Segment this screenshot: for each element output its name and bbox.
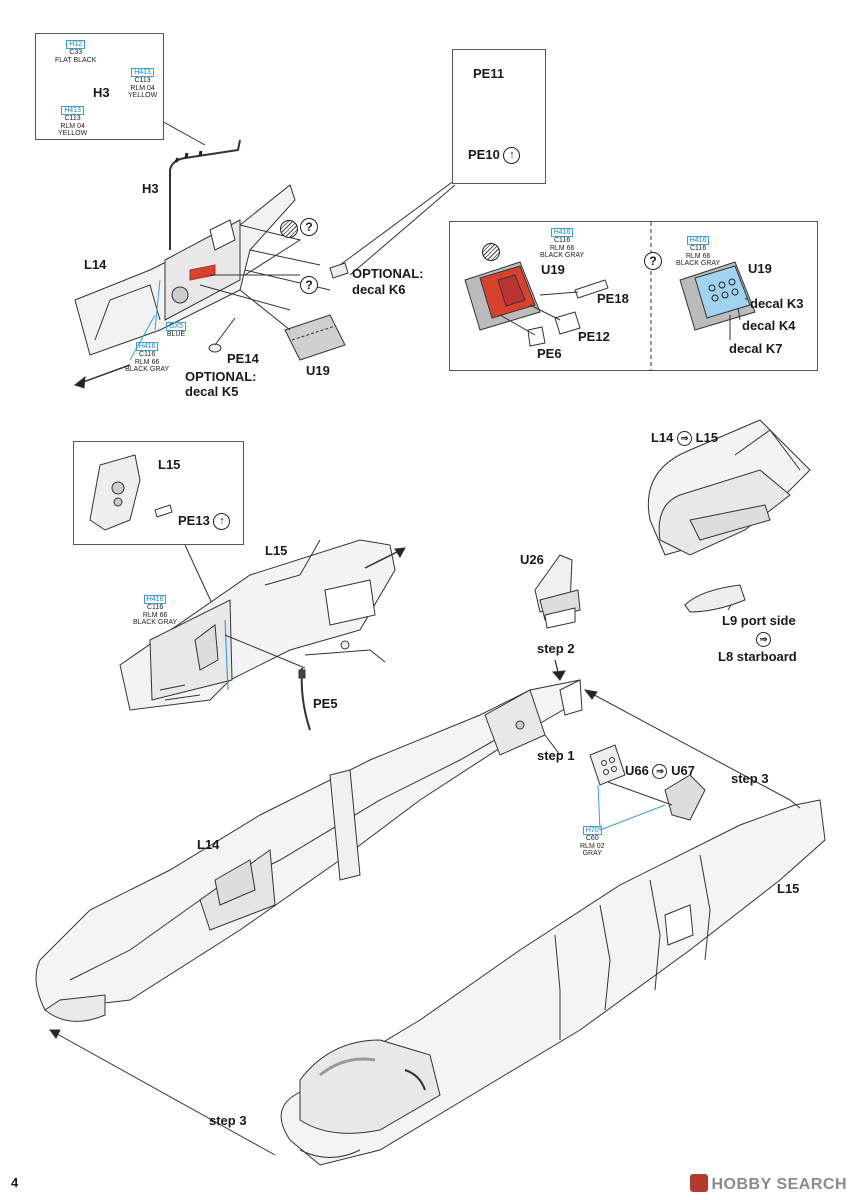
part-label-l15-inset: L15 <box>158 457 181 472</box>
leader-h3 <box>159 119 206 146</box>
glue-icon <box>280 220 298 238</box>
watermark-text: HOBBY SEARCH <box>711 1176 847 1193</box>
inset-pe11-pe10 <box>452 49 546 184</box>
l14-text: L14 <box>651 430 674 445</box>
part-label-pe18: PE18 <box>597 291 629 306</box>
part-label-u19-decal: U19 <box>748 261 772 276</box>
inset-l15 <box>73 441 244 545</box>
question-icon: ? <box>300 218 318 236</box>
optional-k6-line1: OPTIONAL: <box>352 266 424 281</box>
part-label-l14-top: L14 <box>84 257 107 272</box>
inset-h3 <box>35 33 164 140</box>
question-icon: ? <box>300 276 318 294</box>
paint-callout-h416-mid: H416 C116 RLM 66 BLACK GRAY <box>133 595 178 627</box>
paint-callout-gx5: GX5 BLUE <box>166 322 187 339</box>
step-label-2: step 2 <box>537 641 575 656</box>
part-label-l15-bottom: L15 <box>777 881 800 896</box>
part-label-pe12: PE12 <box>578 329 610 344</box>
part-label-l15-mid: L15 <box>265 543 288 558</box>
part-label-h3-inset: H3 <box>93 85 110 100</box>
swap-arrow-icon: ⇒ <box>652 764 668 780</box>
page-number: 4 <box>11 1175 19 1190</box>
part-label-l9-port: L9 port side <box>722 613 796 628</box>
paint-callout-h416-top: H416 C116 RLM 66 BLACK GRAY <box>125 342 170 374</box>
step-label-3-right: step 3 <box>731 771 769 786</box>
paint-callout-h413-a: H413 C113 RLM 04 YELLOW <box>128 68 158 100</box>
paint-callout-h416-red: H416 C116 RLM 66 BLACK GRAY <box>540 228 585 260</box>
part-label-pe10: PE10 ↑ <box>468 146 521 164</box>
paint-callout-h12: H12 C33 FLAT BLACK <box>55 40 97 64</box>
optional-k6-line2: decal K6 <box>352 282 406 297</box>
watermark-mark-icon <box>689 1174 708 1192</box>
part-label-u19-red: U19 <box>541 262 565 277</box>
step-label-1: step 1 <box>537 748 575 763</box>
pe10-text: PE10 <box>468 146 500 162</box>
part-label-u19-main: U19 <box>306 363 330 378</box>
step-label-3-bottom: step 3 <box>209 1113 247 1128</box>
part-label-l14-bottom: L14 <box>197 837 220 852</box>
part-label-u66-u67: U66 ⇒ U67 <box>625 763 695 780</box>
part-label-u26: U26 <box>520 552 544 567</box>
u67-text: U67 <box>671 763 695 778</box>
glue-icon <box>482 243 500 261</box>
part-label-pe6: PE6 <box>537 346 562 361</box>
u66-text: U66 <box>625 763 649 778</box>
paint-callout-h70: H70 C60 RLM 02 GRAY <box>580 826 605 858</box>
swap-arrow-icon: ⇒ <box>756 632 771 647</box>
part-label-pe14: PE14 <box>227 351 259 366</box>
decal-label-k7: decal K7 <box>729 341 783 356</box>
part-label-pe13: PE13 ↑ <box>178 512 231 530</box>
inset-u19-options <box>449 221 818 371</box>
part-label-pe5: PE5 <box>313 696 338 711</box>
watermark-logo: HOBBY SEARCH <box>689 1174 848 1194</box>
bend-arrow-icon: ↑ <box>503 147 521 164</box>
part-label-l8-starboard: L8 starboard <box>718 649 797 664</box>
paint-callout-h416-decal: H416 C116 RLM 66 BLACK GRAY <box>676 236 721 268</box>
bend-arrow-icon: ↑ <box>213 513 231 530</box>
part-label-h3: H3 <box>142 181 159 196</box>
question-icon: ? <box>644 252 662 270</box>
l15-text: L15 <box>695 430 719 445</box>
part-label-pe11: PE11 <box>473 66 505 81</box>
paint-callout-h413-b: H413 C113 RLM 04 YELLOW <box>58 106 88 138</box>
decal-label-k4: decal K4 <box>742 318 796 333</box>
decal-label-k3: decal K3 <box>750 296 804 311</box>
swap-arrow-icon: ⇒ <box>677 431 693 447</box>
optional-k5-line2: decal K5 <box>185 384 239 399</box>
optional-k5-line1: OPTIONAL: <box>185 369 257 384</box>
pe13-text: PE13 <box>178 512 210 528</box>
part-label-l14-l15: L14 ⇒ L15 <box>651 430 719 447</box>
